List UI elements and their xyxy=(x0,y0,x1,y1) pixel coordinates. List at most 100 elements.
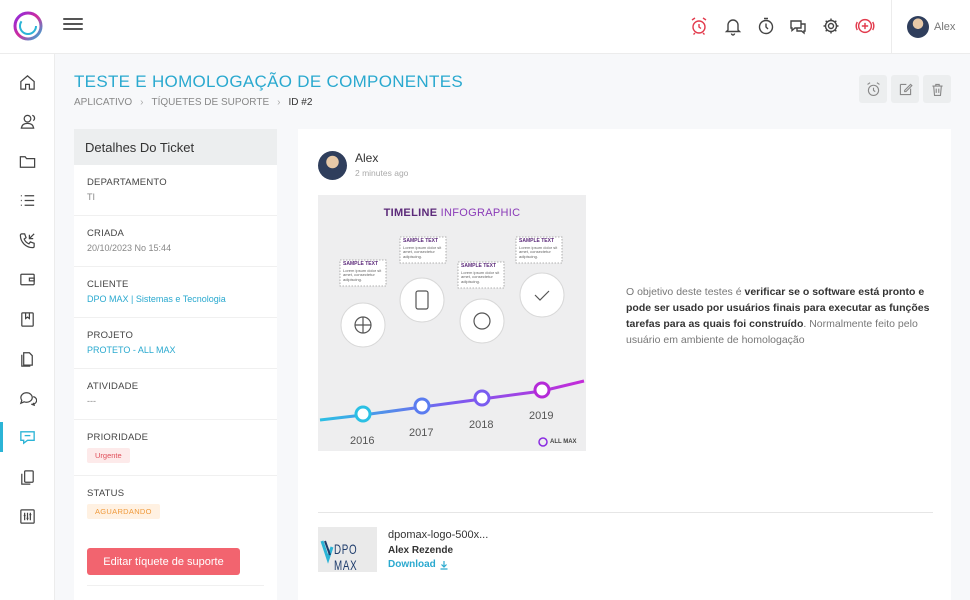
topbar-separator xyxy=(891,0,892,54)
attachment-thumb-text: DPO MAX xyxy=(334,541,358,573)
download-link[interactable]: Download xyxy=(388,559,449,570)
post-card: Alex 2 minutes ago TIMELINE INFOGRAPHIC xyxy=(298,129,951,600)
sample-text: SAMPLE TEXT xyxy=(403,238,439,244)
field-priority: PRIORIDADE Urgente xyxy=(74,420,277,476)
brand-label: ALL MAX xyxy=(550,439,577,445)
edit-ticket-button[interactable]: Editar tíquete de suporte xyxy=(87,548,240,575)
post-text-part: . Normalmente feito pelo usuário em ambi… xyxy=(626,318,918,346)
timer-icon[interactable] xyxy=(755,15,777,37)
breadcrumb-item[interactable]: APLICATIVO xyxy=(74,97,133,108)
field-value: --- xyxy=(87,396,96,406)
divider xyxy=(318,512,933,513)
infographic-image[interactable]: TIMELINE INFOGRAPHIC xyxy=(318,195,586,451)
priority-badge: Urgente xyxy=(87,448,130,463)
field-label: CLIENTE xyxy=(87,279,129,290)
post-text-bold: verificar se o software está pronto e po… xyxy=(626,286,930,330)
timeline-year: 2018 xyxy=(469,419,494,431)
field-department: DEPARTAMENTO TI xyxy=(74,165,277,216)
post-body: O objetivo deste testes é verificar se o… xyxy=(626,284,931,348)
menu-toggle-button[interactable] xyxy=(63,15,83,35)
post-text-part: O objetivo deste testes é xyxy=(626,286,745,298)
alarm-icon[interactable] xyxy=(688,15,710,37)
attachment-uploader: Alex Rezende xyxy=(388,545,454,556)
sidebar-item-calls[interactable] xyxy=(0,221,55,259)
chat-bubbles-icon xyxy=(19,391,37,406)
attachment-filename[interactable]: dpomax-logo-500x... xyxy=(388,529,489,541)
chat-icon[interactable] xyxy=(787,15,809,37)
sidebar-item-tickets[interactable] xyxy=(0,418,55,456)
app-logo[interactable] xyxy=(12,10,44,42)
sidebar-item-chat[interactable] xyxy=(0,379,55,417)
field-activity: ATIVIDADE --- xyxy=(74,369,277,420)
download-icon xyxy=(440,560,448,570)
hamburger-line xyxy=(63,18,83,20)
field-project: PROJETO PROTETO - ALL MAX xyxy=(74,318,277,369)
field-label: PRIORIDADE xyxy=(87,432,149,443)
user-name: Alex xyxy=(934,21,956,33)
post-author[interactable]: Alex xyxy=(355,151,379,165)
sidebar-item-book[interactable] xyxy=(0,300,55,338)
sidebar-item-documents[interactable] xyxy=(0,458,55,496)
attachment-thumbnail[interactable]: DPO MAX xyxy=(318,527,377,573)
bell-icon[interactable] xyxy=(722,15,744,37)
top-bar: Alex xyxy=(0,0,970,54)
sample-text: SAMPLE TEXT xyxy=(461,263,497,269)
ticket-chat-icon xyxy=(20,430,35,445)
infographic-title-rest: INFOGRAPHIC xyxy=(437,207,521,219)
client-link[interactable]: DPO MAX | Sistemas e Tecnologia xyxy=(87,294,226,304)
delete-button[interactable] xyxy=(923,75,951,103)
sample-text: SAMPLE TEXT xyxy=(343,261,379,267)
sidebar xyxy=(0,54,55,600)
files-icon xyxy=(21,351,33,367)
reminder-button[interactable] xyxy=(859,75,887,103)
field-value: 20/10/2023 No 15:44 xyxy=(87,243,172,253)
user-menu[interactable]: Alex xyxy=(907,16,955,38)
field-client: CLIENTE DPO MAX | Sistemas e Tecnologia xyxy=(74,267,277,318)
infographic-title: TIMELINE INFOGRAPHIC xyxy=(318,207,586,219)
field-label: PROJETO xyxy=(87,330,134,341)
field-value: TI xyxy=(87,192,95,202)
sample-body: Lorem ipsum dolor sit amet, consectetur … xyxy=(519,246,559,260)
sample-body: Lorem ipsum dolor sit amet, consectetur … xyxy=(343,269,383,283)
infographic-title-bold: TIMELINE xyxy=(383,207,438,219)
breadcrumb: APLICATIVO › TÍQUETES DE SUPORTE › ID #2 xyxy=(74,97,312,108)
divider xyxy=(87,585,264,586)
gear-icon[interactable] xyxy=(820,15,842,37)
sidebar-item-home[interactable] xyxy=(0,63,55,101)
copy-icon xyxy=(21,469,34,485)
edit-button[interactable] xyxy=(891,75,919,103)
field-label: DEPARTAMENTO xyxy=(87,177,167,188)
field-label: ATIVIDADE xyxy=(87,381,139,392)
folder-icon xyxy=(19,155,36,168)
sidebar-item-users[interactable] xyxy=(0,102,55,140)
hamburger-line xyxy=(63,28,83,30)
edit-icon xyxy=(899,83,913,95)
project-link[interactable]: PROTETO - ALL MAX xyxy=(87,345,176,355)
sidebar-item-list[interactable] xyxy=(0,181,55,219)
status-badge: AGUARDANDO xyxy=(87,504,160,519)
trash-icon xyxy=(931,83,943,96)
alarm-icon xyxy=(866,81,880,96)
phone-icon xyxy=(19,232,35,248)
add-circle-icon[interactable] xyxy=(854,15,876,37)
sample-body: Lorem ipsum dolor sit amet, consectetur … xyxy=(403,246,443,260)
sidebar-item-files[interactable] xyxy=(0,339,55,377)
avatar[interactable] xyxy=(318,151,347,180)
sidebar-item-settings[interactable] xyxy=(0,497,55,535)
avatar xyxy=(907,16,929,38)
wallet-icon xyxy=(20,273,35,285)
ticket-details-card: Detalhes Do Ticket DEPARTAMENTO TI CRIAD… xyxy=(74,129,277,600)
book-icon xyxy=(21,311,34,327)
field-label: STATUS xyxy=(87,488,125,499)
sidebar-item-folder[interactable] xyxy=(0,142,55,180)
timeline-year: 2016 xyxy=(350,435,375,447)
sidebar-item-wallet[interactable] xyxy=(0,260,55,298)
page-title: TESTE E HOMOLOGAÇÃO DE COMPONENTES xyxy=(74,72,463,91)
breadcrumb-item[interactable]: TÍQUETES DE SUPORTE xyxy=(151,97,270,108)
chevron-right-icon: › xyxy=(277,97,281,108)
field-created: CRIADA 20/10/2023 No 15:44 xyxy=(74,216,277,267)
field-status: STATUS AGUARDANDO xyxy=(74,476,277,532)
timeline-stem xyxy=(361,315,544,412)
timeline-year: 2017 xyxy=(409,427,434,439)
ticket-details-heading: Detalhes Do Ticket xyxy=(74,129,277,165)
